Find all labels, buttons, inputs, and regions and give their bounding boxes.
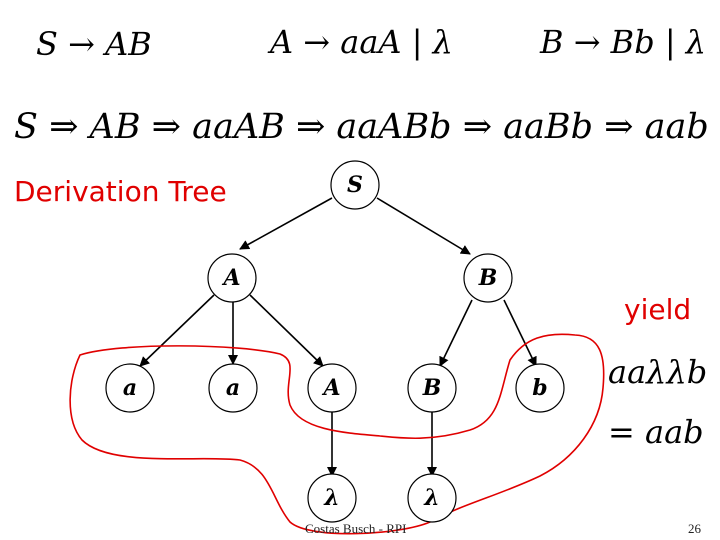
node-a-inner: A [307, 363, 357, 413]
node-lambda-2-label: λ [423, 485, 439, 511]
footer-author: Costas Busch - RPI [305, 521, 407, 536]
node-a-label: A [221, 265, 240, 291]
node-lambda-1: λ [307, 473, 357, 523]
yield-outline [69, 333, 605, 535]
node-b-inner: B [407, 363, 457, 413]
node-s: S [330, 160, 380, 210]
node-a-leaf-1: a [105, 363, 155, 413]
yield-label: yield [624, 293, 692, 326]
edge-a-a1 [139, 294, 215, 367]
grammar-rule-b: B → Bb | λ [540, 23, 707, 61]
derivation-tree-label: Derivation Tree [14, 175, 227, 208]
node-b-leaf: b [515, 363, 565, 413]
yield-string: aaλλb [608, 353, 708, 391]
node-a: A [207, 253, 257, 303]
edge-b-bleaf [503, 299, 537, 367]
grammar-rule-a: A → aaA | λ [270, 23, 453, 61]
footer-page-number: 26 [688, 521, 701, 536]
grammar-rule-s: S → AB [36, 25, 152, 63]
node-a-inner-label: A [321, 375, 340, 401]
node-lambda-2: λ [407, 473, 457, 523]
edge-b-binner [439, 299, 473, 367]
derivation-sequence: S ⇒ AB ⇒ aaAB ⇒ aaABb ⇒ aaBb ⇒ aab [14, 107, 709, 147]
yield-result: = aab [608, 413, 704, 451]
edge-a-ainner [249, 294, 324, 367]
node-b: B [463, 253, 513, 303]
node-lambda-1-label: λ [323, 485, 339, 511]
edge-s-b [376, 197, 471, 255]
node-b-label: B [478, 265, 498, 291]
node-a-leaf-1-label: a [123, 375, 137, 401]
node-a-leaf-2-label: a [226, 375, 240, 401]
node-b-inner-label: B [422, 375, 442, 401]
edge-s-a [239, 197, 333, 250]
node-s-label: S [347, 172, 363, 198]
node-b-leaf-label: b [532, 375, 547, 401]
node-a-leaf-2: a [208, 363, 258, 413]
